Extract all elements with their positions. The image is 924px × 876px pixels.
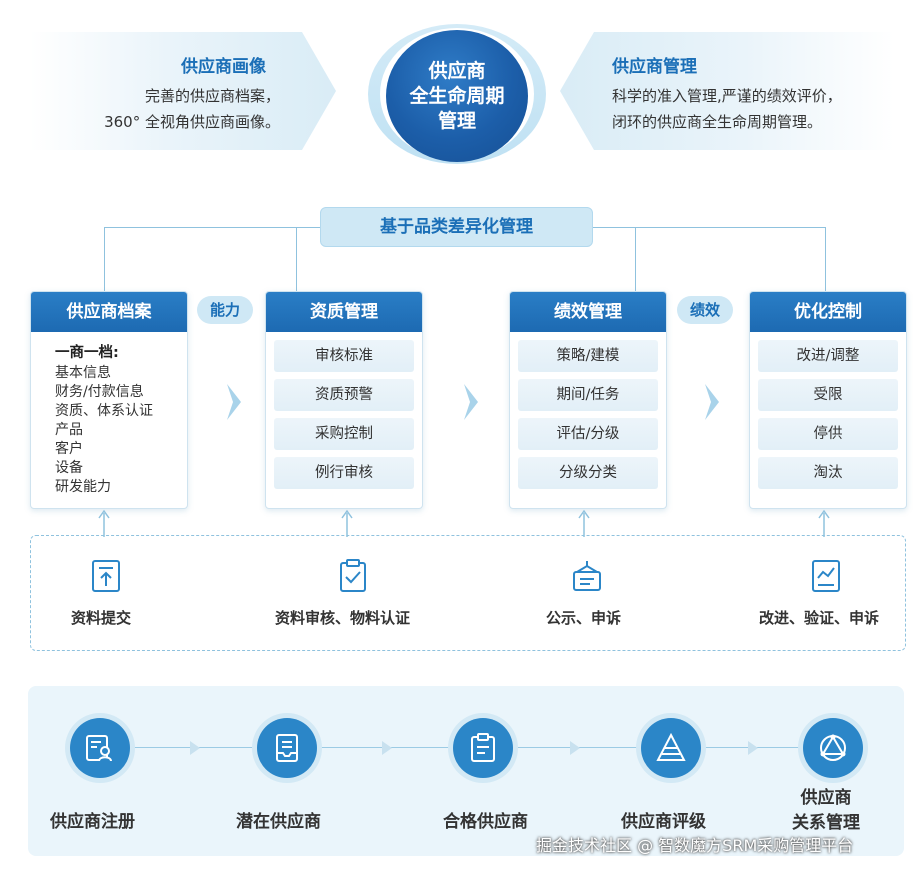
list-item: 产品	[55, 422, 83, 438]
arrow-up-icon	[98, 509, 110, 537]
left-banner	[30, 32, 336, 150]
module-item: 策略/建模	[518, 340, 658, 372]
stage-label-line-2: 关系管理	[792, 813, 860, 833]
chevron-right-icon	[705, 384, 719, 420]
connector-right-v1	[635, 227, 636, 291]
list-item: 资质、体系认证	[55, 403, 153, 419]
module-item: 采购控制	[274, 418, 414, 450]
module-items: 审核标准 资质预警 采购控制 例行审核	[266, 332, 422, 489]
left-banner-line-1: 完善的供应商档案，	[144, 87, 280, 105]
stage-label: 供应商评级	[621, 812, 706, 832]
connector-left-h	[104, 227, 320, 228]
right-banner-line-2: 闭环的供应商全生命周期管理。	[612, 113, 823, 131]
clipboard-check-icon	[340, 559, 366, 592]
module-item: 改进/调整	[758, 340, 898, 372]
process-label: 公示、申诉	[546, 609, 622, 627]
network-icon	[820, 734, 846, 761]
left-banner-line-2: 360° 全视角供应商画像。	[104, 113, 280, 131]
list-item: 设备	[55, 460, 83, 476]
stage-label: 供应商 关系管理	[792, 786, 860, 836]
list-item: 基本信息	[55, 365, 111, 381]
connector-left-v2	[296, 227, 297, 291]
module-optimization: 优化控制 改进/调整 受限 停供 淘汰	[749, 291, 907, 509]
watermark: 掘金技术社区 @ 智数魔方SRM采购管理平台	[536, 836, 854, 855]
chart-report-icon	[812, 560, 840, 592]
center-title-line-3: 管理	[437, 109, 476, 132]
right-banner	[560, 32, 894, 150]
stage-label: 潜在供应商	[236, 812, 321, 832]
center-title-line-1: 供应商	[428, 59, 486, 82]
module-items: 策略/建模 期间/任务 评估/分级 分级分类	[510, 332, 666, 489]
archive-list: 一商一档: 基本信息 财务/付款信息 资质、体系认证 产品 客户 设备 研发能力	[31, 332, 187, 497]
stage-register	[70, 718, 130, 778]
center-title: 供应商 全生命周期 管理	[386, 30, 528, 162]
module-item: 受限	[758, 379, 898, 411]
process-label: 改进、验证、申诉	[759, 609, 880, 627]
flow-arrow-icon	[382, 741, 392, 755]
stage-qualified	[453, 718, 513, 778]
module-title: 供应商档案	[31, 292, 187, 332]
inbox-icon	[276, 734, 298, 762]
tag-performance: 绩效	[677, 296, 733, 324]
module-item: 期间/任务	[518, 379, 658, 411]
list-item: 客户	[55, 441, 83, 457]
module-items: 改进/调整 受限 停供 淘汰	[750, 332, 906, 489]
archive-lead: 一商一档:	[55, 345, 119, 361]
center-title-line-2: 全生命周期	[409, 84, 505, 107]
module-performance: 绩效管理 策略/建模 期间/任务 评估/分级 分级分类	[509, 291, 667, 509]
list-item: 研发能力	[55, 479, 111, 495]
flow-arrow-icon	[570, 741, 580, 755]
chevron-right-icon	[227, 384, 241, 420]
module-item: 淘汰	[758, 457, 898, 489]
differential-management-bar: 基于品类差异化管理	[320, 207, 593, 247]
clipboard-icon	[471, 733, 495, 762]
stage-relationship	[803, 718, 863, 778]
right-banner-text: 科学的准入管理,严谨的绩效评价， 闭环的供应商全生命周期管理。	[612, 83, 842, 135]
flow-arrow-icon	[748, 741, 758, 755]
connector-right-v2	[825, 227, 826, 291]
module-item: 评估/分级	[518, 418, 658, 450]
right-banner-line-1: 科学的准入管理,严谨的绩效评价，	[612, 87, 842, 105]
connector-left-v1	[104, 227, 105, 291]
arrow-up-icon	[578, 509, 590, 537]
document-upload-icon	[92, 560, 120, 592]
list-item: 财务/付款信息	[55, 384, 144, 400]
module-item: 分级分类	[518, 457, 658, 489]
process-label: 资料审核、物料认证	[275, 609, 411, 627]
stage-potential	[257, 718, 317, 778]
arrow-up-icon	[341, 509, 353, 537]
chevron-right-icon	[464, 384, 478, 420]
module-title: 优化控制	[750, 292, 906, 332]
arrow-up-icon	[818, 509, 830, 537]
flow-arrow-icon	[190, 741, 200, 755]
left-banner-text: 完善的供应商档案， 360° 全视角供应商画像。	[104, 83, 280, 135]
module-item: 例行审核	[274, 457, 414, 489]
pyramid-icon	[656, 732, 686, 761]
register-icon	[86, 735, 112, 762]
module-title: 绩效管理	[510, 292, 666, 332]
connector-right-h	[593, 227, 825, 228]
module-title: 资质管理	[266, 292, 422, 332]
stage-label: 合格供应商	[443, 812, 528, 832]
tag-capability: 能力	[197, 296, 253, 324]
announcement-icon	[573, 561, 601, 591]
module-qualification: 资质管理 审核标准 资质预警 采购控制 例行审核	[265, 291, 423, 509]
process-box	[30, 535, 906, 651]
stage-rating	[641, 718, 701, 778]
stage-label: 供应商注册	[50, 812, 135, 832]
process-label: 资料提交	[71, 609, 132, 627]
module-item: 资质预警	[274, 379, 414, 411]
module-supplier-archive: 供应商档案 一商一档: 基本信息 财务/付款信息 资质、体系认证 产品 客户 设…	[30, 291, 188, 509]
stage-label-line-1: 供应商	[800, 788, 852, 808]
left-banner-title: 供应商画像	[181, 57, 266, 77]
module-item: 审核标准	[274, 340, 414, 372]
module-item: 停供	[758, 418, 898, 450]
right-banner-title: 供应商管理	[612, 57, 697, 77]
